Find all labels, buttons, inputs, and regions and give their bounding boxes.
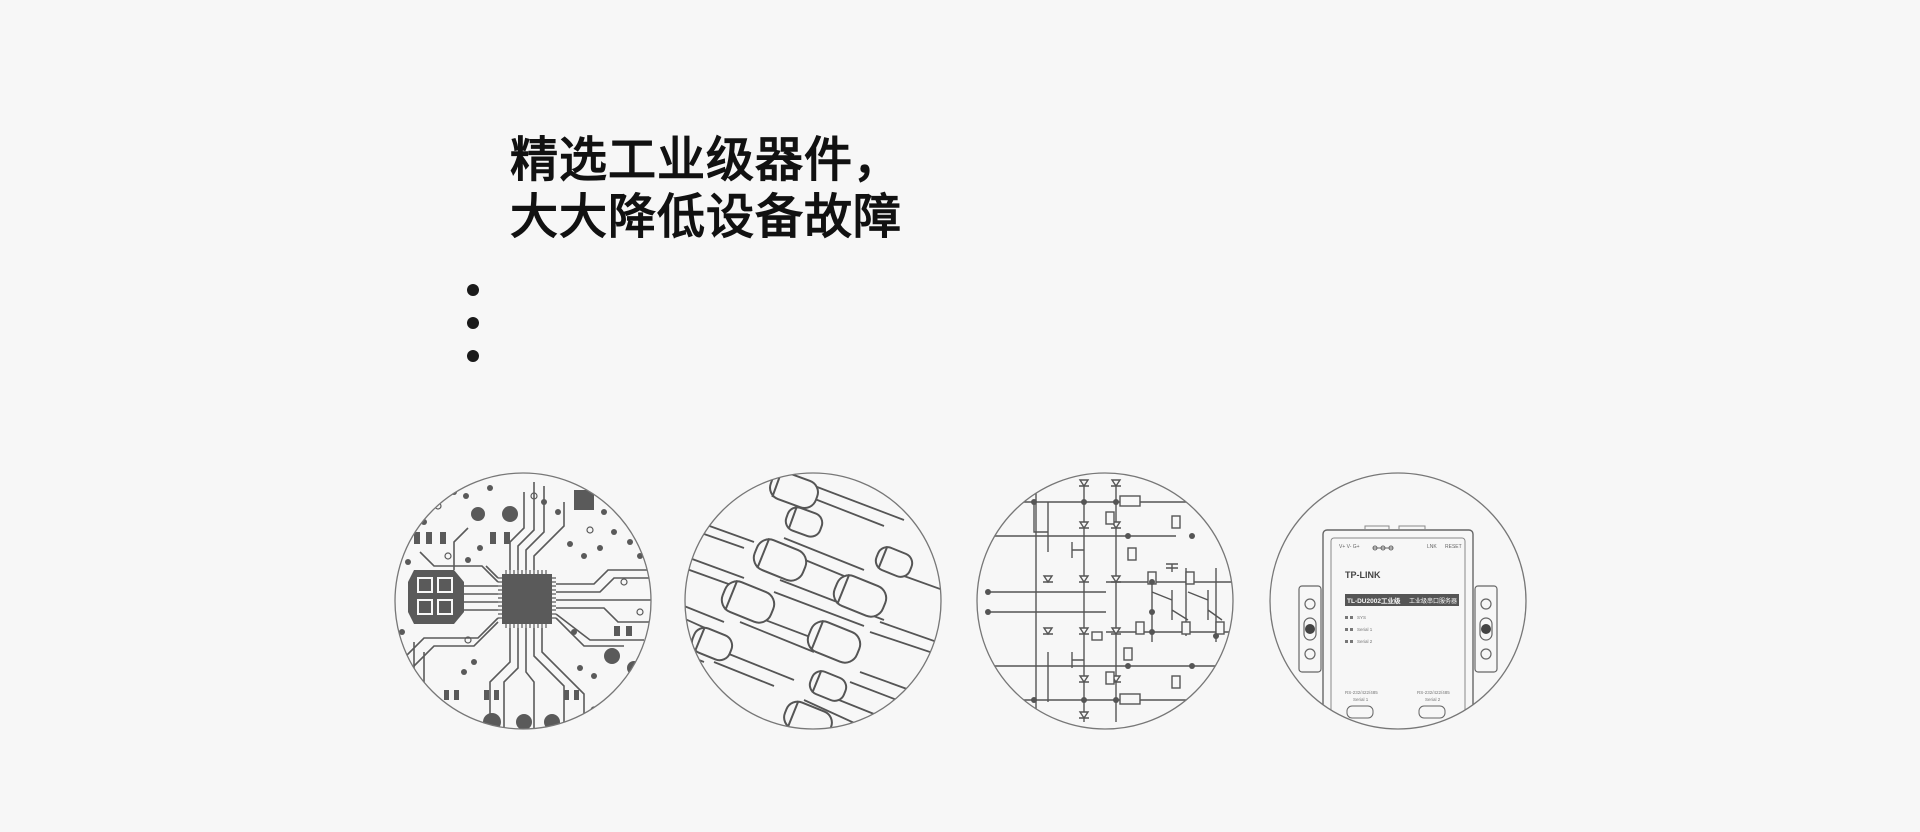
serial-server-device-icon: V+ V- G+ LNK RESET TP-LINK TL-DU2002工业级 … — [1269, 472, 1527, 730]
headline-line-1: 精选工业级器件， — [510, 132, 903, 188]
top-label-lnk: LNK — [1427, 544, 1437, 550]
capacitors-icon — [684, 472, 942, 730]
brand-logo: TP-LINK — [1345, 570, 1381, 580]
svg-text:V+ V- G+: V+ V- G+ — [1339, 544, 1360, 550]
bullet-dot — [467, 350, 479, 362]
bullet-dot — [467, 317, 479, 329]
port-spec-2: RS-232/422/485 — [1417, 690, 1450, 695]
led-label-serial-2: Serial 2 — [1357, 639, 1373, 644]
port-spec-1: RS-232/422/485 — [1345, 690, 1378, 695]
serial-port-2 — [1418, 705, 1446, 719]
capacitors-illustration — [684, 472, 942, 730]
pcb-chip-icon — [394, 472, 652, 730]
bullet-list — [467, 284, 479, 383]
serial-port-1 — [1346, 705, 1374, 719]
port-label-2: Serial 2 — [1425, 697, 1441, 702]
headline: 精选工业级器件， 大大降低设备故障 — [510, 132, 902, 246]
circuit-schematic-illustration — [976, 472, 1234, 730]
top-label-reset: RESET — [1445, 544, 1462, 550]
model-label: TL-DU2002工业级 — [1347, 596, 1401, 605]
device-description: 工业级串口服务器 — [1409, 597, 1457, 605]
led-label-sys: SYS — [1357, 615, 1366, 620]
headline-line-2: 大大降低设备故障 — [510, 189, 903, 245]
led-label-serial-1: Serial 1 — [1357, 627, 1373, 632]
port-label-1: Serial 1 — [1353, 697, 1369, 702]
device-illustration: V+ V- G+ LNK RESET TP-LINK TL-DU2002工业级 … — [1269, 472, 1527, 730]
bullet-dot — [467, 284, 479, 296]
circuit-schematic-icon — [976, 472, 1234, 730]
pcb-chip-illustration — [394, 472, 652, 730]
